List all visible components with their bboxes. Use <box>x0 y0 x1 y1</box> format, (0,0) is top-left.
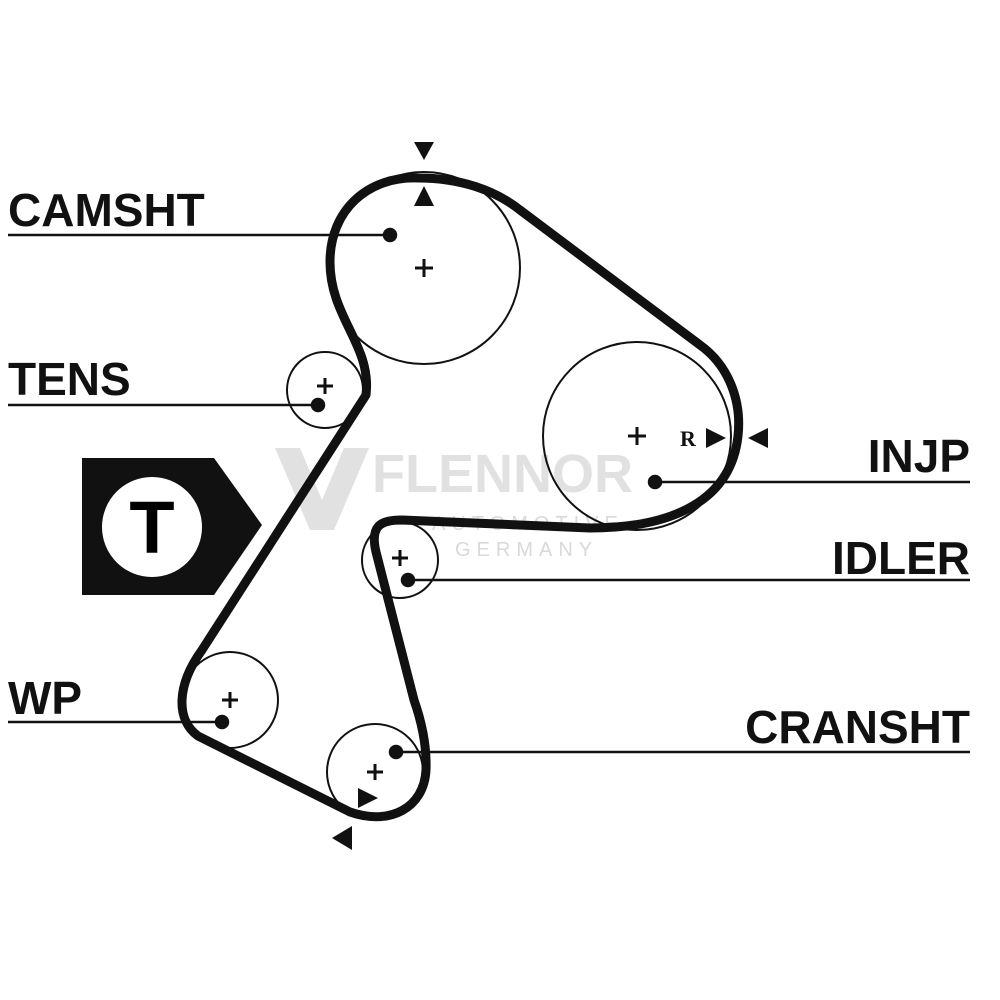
injection-pump-leader-dot <box>647 474 663 490</box>
camshaft-center-cross <box>415 259 433 277</box>
timing-marks <box>332 142 768 850</box>
camshaft-leader-dot <box>382 227 398 243</box>
crankshaft-leader-dot <box>388 744 404 760</box>
idler-center-cross <box>392 550 408 566</box>
label-idler: IDLER <box>832 532 970 584</box>
badge-circle <box>98 473 206 581</box>
crankshaft-center-cross <box>367 764 383 780</box>
leader-lines <box>8 227 970 760</box>
idler-leader-dot <box>400 572 416 588</box>
watermark: FLENNOR AUTOMOTIVE GERMANY <box>275 444 633 561</box>
label-tensioner: TENS <box>8 353 131 405</box>
center-marks <box>222 259 646 780</box>
crankshaft-mark-right-icon <box>358 788 378 808</box>
tensioner-leader-dot <box>310 397 326 413</box>
injection-pump-mark-left-icon <box>706 428 726 448</box>
label-water-pump: WP <box>8 672 82 724</box>
badge-letter: T <box>129 486 174 569</box>
watermark-line2: GERMANY <box>455 539 598 561</box>
timing-belt <box>177 173 744 822</box>
injection-pump-r-mark: R <box>680 426 697 451</box>
camshaft-mark-top-icon <box>414 142 434 160</box>
label-crankshaft: CRANSHT <box>745 701 970 753</box>
labels: CAMSHT TENS INJP IDLER WP CRANSHT <box>8 184 970 753</box>
water-pump-leader-dot <box>214 714 230 730</box>
injection-pump-mark-right-icon <box>748 428 768 448</box>
water-pump-center-cross <box>222 692 238 708</box>
injection-pump-center-cross <box>628 427 646 445</box>
injection-pump-pulley <box>542 341 732 531</box>
crankshaft-mark-bottom-icon <box>332 826 352 850</box>
label-injection-pump: INJP <box>868 430 970 482</box>
watermark-logo-icon <box>275 448 369 530</box>
tensioner-badge: T <box>82 458 262 595</box>
tensioner-center-cross <box>317 378 333 394</box>
camshaft-mark-bottom-icon <box>414 186 434 206</box>
label-camshaft: CAMSHT <box>8 184 205 236</box>
watermark-brand: FLENNOR <box>372 444 633 504</box>
